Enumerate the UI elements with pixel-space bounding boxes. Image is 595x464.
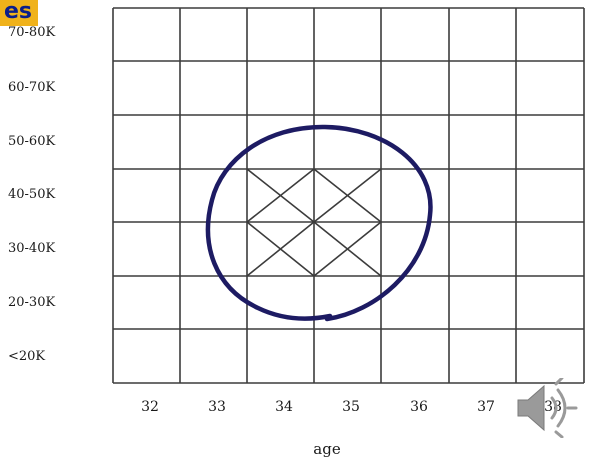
y-label-70-80k: 70-80K <box>8 25 56 40</box>
y-label-under-20k: <20K <box>8 349 46 364</box>
grid-lines <box>112 7 585 384</box>
x-label-33: 33 <box>208 399 226 415</box>
y-label-30-40k: 30-40K <box>8 241 56 256</box>
y-label-50-60k: 50-60K <box>8 134 56 149</box>
speaker-icon[interactable] <box>510 376 580 443</box>
y-label-60-70k: 60-70K <box>8 80 56 95</box>
x-label-35: 35 <box>342 399 360 415</box>
x-label-36: 36 <box>410 399 428 415</box>
x-label-34: 34 <box>275 399 293 415</box>
x-label-37: 37 <box>477 399 495 415</box>
x-axis-title: age <box>313 440 341 458</box>
cell-crosses <box>246 168 382 277</box>
hand-drawn-circle <box>205 124 433 322</box>
x-label-32: 32 <box>141 399 159 415</box>
y-label-40-50k: 40-50K <box>8 187 56 202</box>
x-label-38: 38 <box>544 399 562 415</box>
y-label-20-30k: 20-30K <box>8 295 56 310</box>
corner-tag: es <box>0 0 39 26</box>
